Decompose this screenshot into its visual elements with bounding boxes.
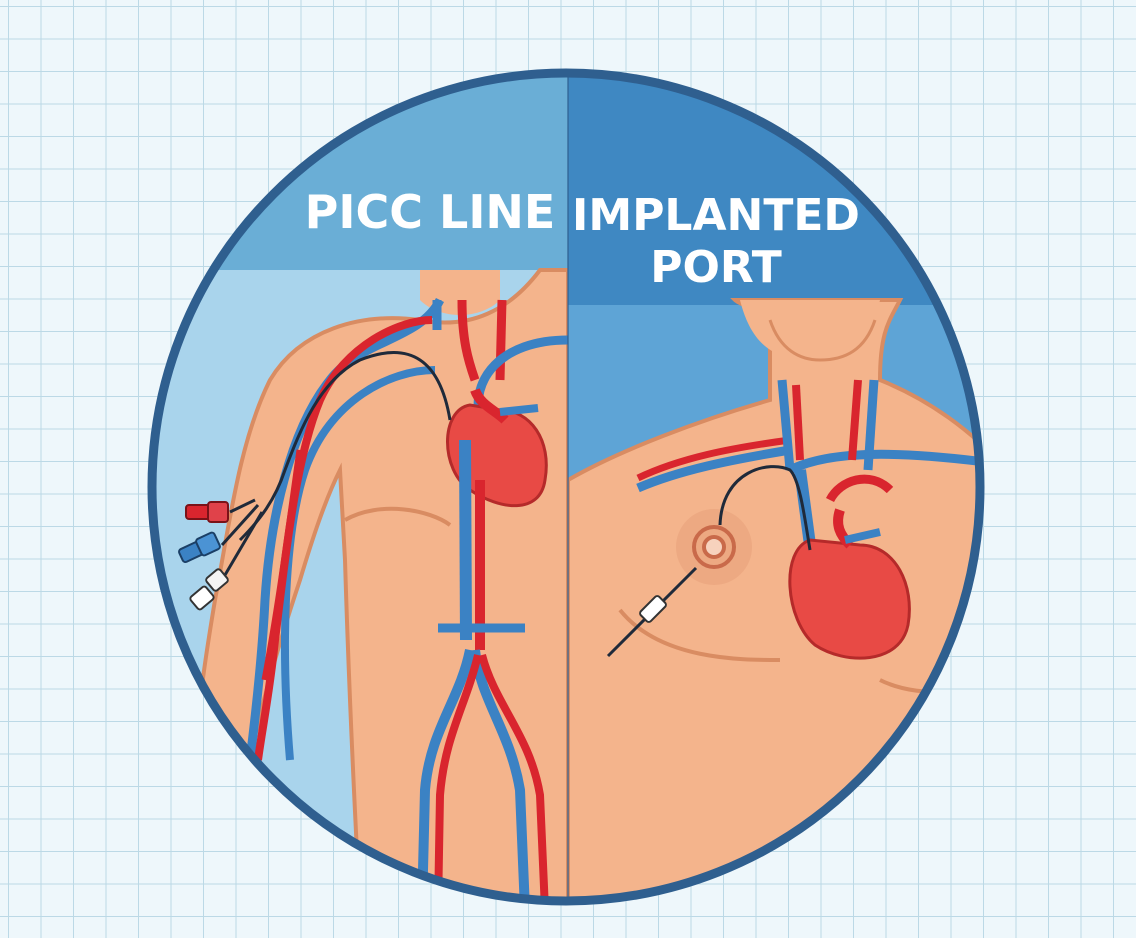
huber-needle bbox=[606, 566, 698, 658]
port-panel: IMPLANTED PORT bbox=[568, 74, 979, 900]
picc-header bbox=[153, 74, 568, 270]
picc-catheter bbox=[238, 351, 452, 542]
white-lumen-hub bbox=[189, 568, 229, 611]
port-header bbox=[568, 74, 979, 305]
badge-ring bbox=[147, 68, 985, 906]
picc-heart bbox=[446, 403, 548, 508]
port-catheter bbox=[718, 465, 812, 551]
blue-lumen-hub bbox=[178, 531, 221, 564]
port-title-line2: PORT bbox=[650, 242, 782, 293]
picc-panel: PICC LINE bbox=[153, 74, 568, 900]
picc-vena-cava bbox=[459, 439, 472, 641]
implanted-port bbox=[676, 509, 752, 585]
picc-title: PICC LINE bbox=[305, 185, 556, 239]
red-lumen-hub bbox=[185, 501, 229, 523]
picc-arm-vein bbox=[245, 297, 445, 761]
port-heart bbox=[788, 538, 911, 660]
port-title-line1: IMPLANTED bbox=[572, 190, 860, 241]
